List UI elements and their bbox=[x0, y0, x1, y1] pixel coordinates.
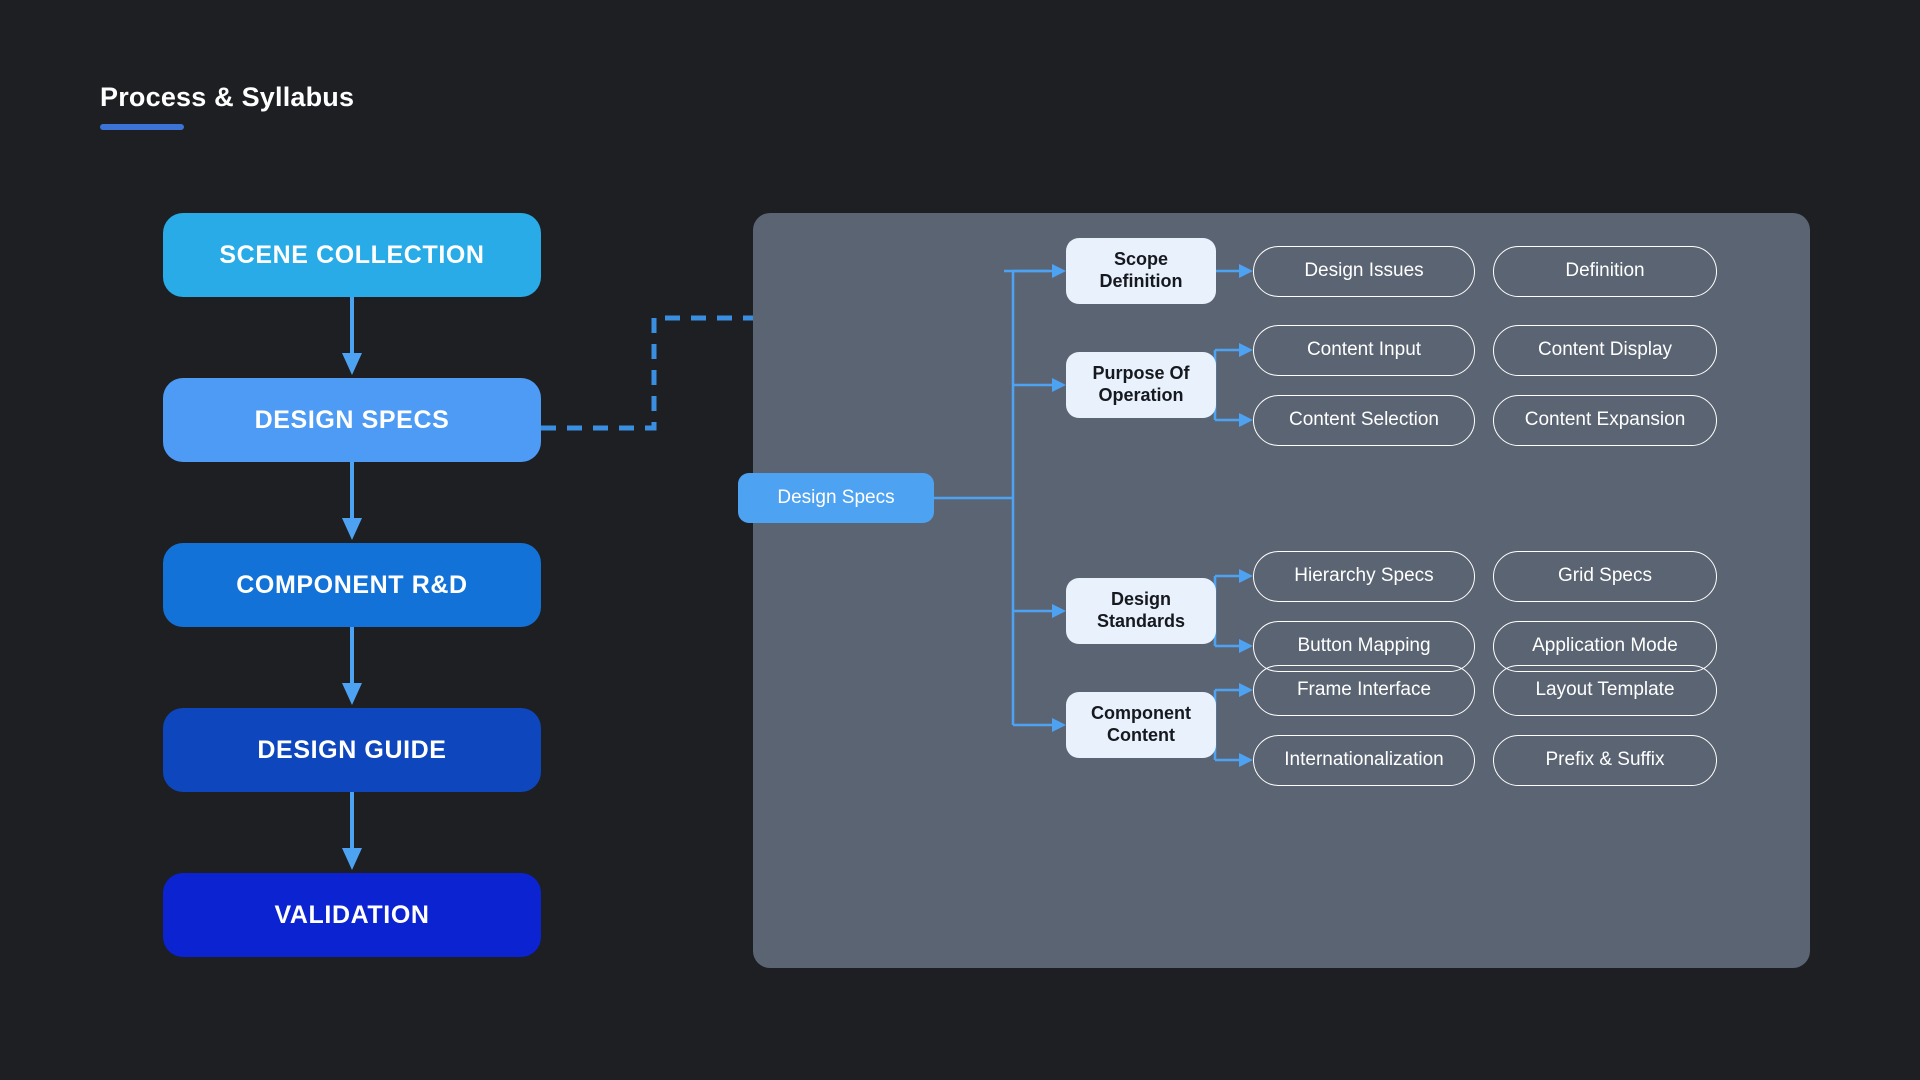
flow-step-label: DESIGN SPECS bbox=[254, 405, 450, 434]
title-underline-accent bbox=[100, 124, 184, 130]
tree-leaf-label: Definition bbox=[1565, 260, 1645, 281]
tree-branch-label: Purpose Of Operation bbox=[1092, 363, 1190, 405]
tree-branch-component-content[interactable]: Component Content bbox=[1066, 692, 1216, 758]
tree-leaf-label: Content Input bbox=[1306, 339, 1422, 360]
flow-step-design-specs[interactable]: DESIGN SPECS bbox=[163, 378, 541, 462]
tree-leaf-content-expansion[interactable]: Content Expansion bbox=[1493, 394, 1717, 446]
flow-step-label: COMPONENT R&D bbox=[236, 570, 468, 599]
tree-leaf-label: Content Expansion bbox=[1524, 409, 1686, 430]
tree-branch-label: Design Standards bbox=[1096, 589, 1186, 631]
tree-branch-label: Scope Definition bbox=[1099, 249, 1183, 291]
tree-branch-purpose-of-operation[interactable]: Purpose Of Operation bbox=[1066, 352, 1216, 418]
tree-leaf-content-display[interactable]: Content Display bbox=[1493, 324, 1717, 376]
header: Process & Syllabus bbox=[100, 82, 354, 130]
tree-leaf-layout-template[interactable]: Layout Template bbox=[1493, 664, 1717, 716]
tree-leaf-label: Content Selection bbox=[1289, 409, 1439, 430]
tree-leaf-button-mapping[interactable]: Button Mapping bbox=[1253, 620, 1475, 672]
tree-leaf-label: Grid Specs bbox=[1558, 565, 1652, 586]
flow-arrow-down-4 bbox=[163, 792, 541, 873]
tree-leaf-frame-interface[interactable]: Frame Interface bbox=[1253, 664, 1475, 716]
tree-leaf-definition[interactable]: Definition bbox=[1493, 245, 1717, 297]
flow-step-label: SCENE COLLECTION bbox=[219, 240, 485, 269]
tree-leaf-internationalization[interactable]: Internationalization bbox=[1253, 734, 1475, 786]
process-flow-column: SCENE COLLECTION DESIGN SPECS COMPONENT … bbox=[163, 213, 541, 957]
tree-branch-scope-definition[interactable]: Scope Definition bbox=[1066, 238, 1216, 304]
flow-arrow-down-3 bbox=[163, 627, 541, 708]
flow-step-design-guide[interactable]: DESIGN GUIDE bbox=[163, 708, 541, 792]
tree-leaf-label: Frame Interface bbox=[1296, 679, 1432, 700]
tree-branch-label: Component Content bbox=[1091, 703, 1191, 745]
tree-root-label: Design Specs bbox=[777, 487, 895, 508]
flow-step-label: DESIGN GUIDE bbox=[257, 735, 447, 764]
flow-step-validation[interactable]: VALIDATION bbox=[163, 873, 541, 957]
tree-leaf-label: Content Display bbox=[1537, 339, 1673, 360]
dashed-link-design-specs-to-tree bbox=[530, 300, 790, 445]
tree-leaf-label: Button Mapping bbox=[1297, 635, 1431, 656]
tree-leaf-content-selection[interactable]: Content Selection bbox=[1253, 394, 1475, 446]
tree-leaf-prefix-suffix[interactable]: Prefix & Suffix bbox=[1493, 734, 1717, 786]
flow-step-scene-collection[interactable]: SCENE COLLECTION bbox=[163, 213, 541, 297]
tree-leaf-design-issues[interactable]: Design Issues bbox=[1253, 245, 1475, 297]
tree-leaf-content-input[interactable]: Content Input bbox=[1253, 324, 1475, 376]
tree-branch-design-standards[interactable]: Design Standards bbox=[1066, 578, 1216, 644]
tree-leaf-label: Internationalization bbox=[1284, 749, 1444, 770]
tree-leaf-label: Application Mode bbox=[1532, 635, 1678, 656]
mindmap-panel: Design Specs Scope Definition Purpose Of… bbox=[738, 213, 1810, 968]
flow-arrow-down-1 bbox=[163, 297, 541, 378]
flow-step-label: VALIDATION bbox=[274, 900, 430, 929]
tree-leaf-label: Layout Template bbox=[1535, 679, 1675, 700]
page-title: Process & Syllabus bbox=[100, 82, 355, 112]
tree-leaf-label: Prefix & Suffix bbox=[1545, 749, 1665, 770]
tree-leaf-grid-specs[interactable]: Grid Specs bbox=[1493, 550, 1717, 602]
tree-leaf-label: Hierarchy Specs bbox=[1294, 565, 1434, 586]
flow-step-component-rnd[interactable]: COMPONENT R&D bbox=[163, 543, 541, 627]
tree-connector-lines bbox=[913, 264, 1253, 767]
flow-arrow-down-2 bbox=[163, 462, 541, 543]
tree-leaf-hierarchy-specs[interactable]: Hierarchy Specs bbox=[1253, 550, 1475, 602]
tree-root-design-specs[interactable]: Design Specs bbox=[738, 473, 934, 523]
tree-leaf-label: Design Issues bbox=[1304, 260, 1424, 281]
tree-leaf-application-mode[interactable]: Application Mode bbox=[1493, 620, 1717, 672]
